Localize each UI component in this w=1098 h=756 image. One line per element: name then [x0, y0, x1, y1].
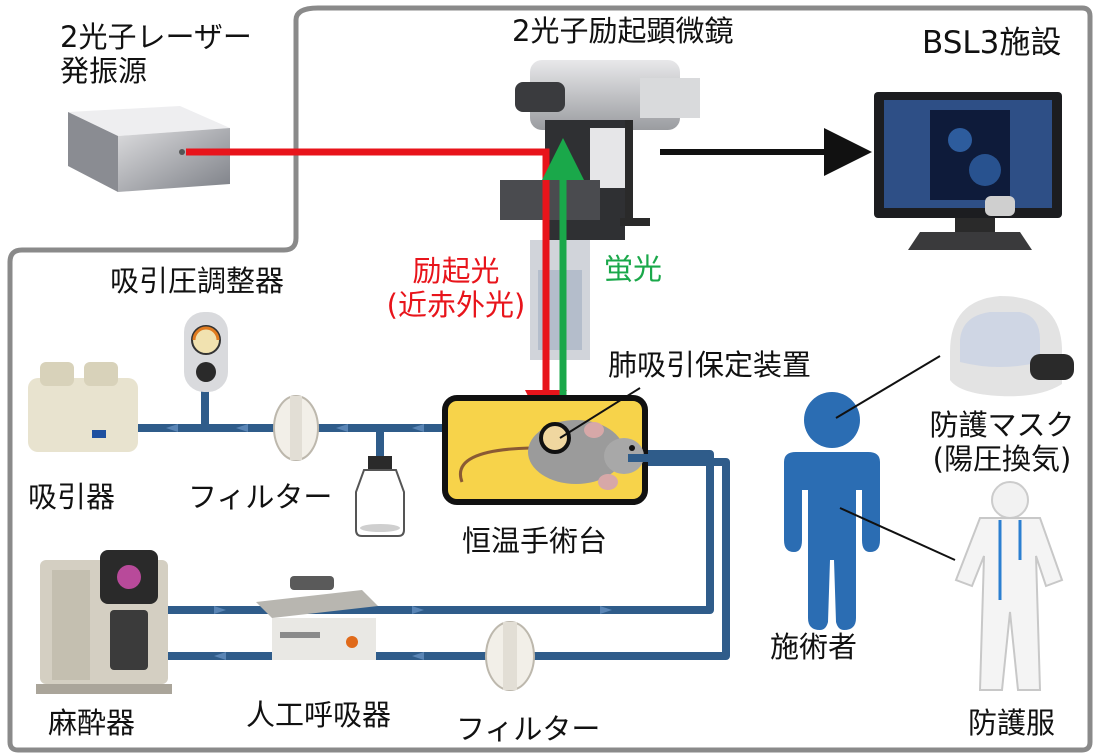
warm-table-label: 恒温手術台 — [462, 524, 608, 558]
filter-top-image — [273, 395, 319, 461]
ventilator-image — [256, 576, 378, 660]
mask-label: 防護マスク (陽圧換気) — [929, 408, 1075, 476]
laser-label: 2光子レーザー 発振源 — [60, 20, 252, 88]
facility-label: BSL3施設 — [922, 25, 1062, 61]
operator-label: 施術者 — [770, 630, 858, 664]
suit-pointer — [839, 507, 956, 561]
laser-source-image — [68, 106, 230, 192]
trap-bottle-image — [355, 456, 405, 537]
microscope-image — [500, 60, 700, 360]
mouse-image — [459, 420, 660, 490]
microscope-label: 2光子励起顕微鏡 — [512, 14, 734, 48]
suit-label: 防護服 — [968, 706, 1056, 740]
filter-top-label: フィルター — [188, 480, 333, 514]
lung-holder-pointer — [559, 387, 641, 439]
anesthesia-label: 麻酔器 — [48, 706, 136, 740]
anesthesia-image — [36, 550, 172, 694]
filter-bottom-image — [485, 621, 535, 691]
monitor-image — [874, 92, 1062, 250]
suit-image — [954, 481, 1064, 691]
mask-pointer — [835, 355, 941, 419]
ventilator-label: 人工呼吸器 — [246, 698, 392, 732]
suction-regulator-label: 吸引圧調整器 — [110, 264, 285, 298]
bsl3-boundary — [7, 5, 1093, 753]
filter-bottom-label: フィルター — [456, 712, 601, 746]
suction-pump-label: 吸引器 — [28, 480, 116, 514]
excitation-label: 励起光 (近赤外光) — [386, 254, 526, 322]
suction-regulator-image — [184, 312, 228, 392]
mask-image — [950, 296, 1074, 397]
operator-figure — [784, 392, 880, 630]
lung-holder-label: 肺吸引保定装置 — [608, 348, 812, 382]
flow-arrows — [166, 424, 612, 660]
suction-pump-image — [28, 362, 138, 452]
fluorescence-label: 蛍光 — [604, 252, 663, 286]
